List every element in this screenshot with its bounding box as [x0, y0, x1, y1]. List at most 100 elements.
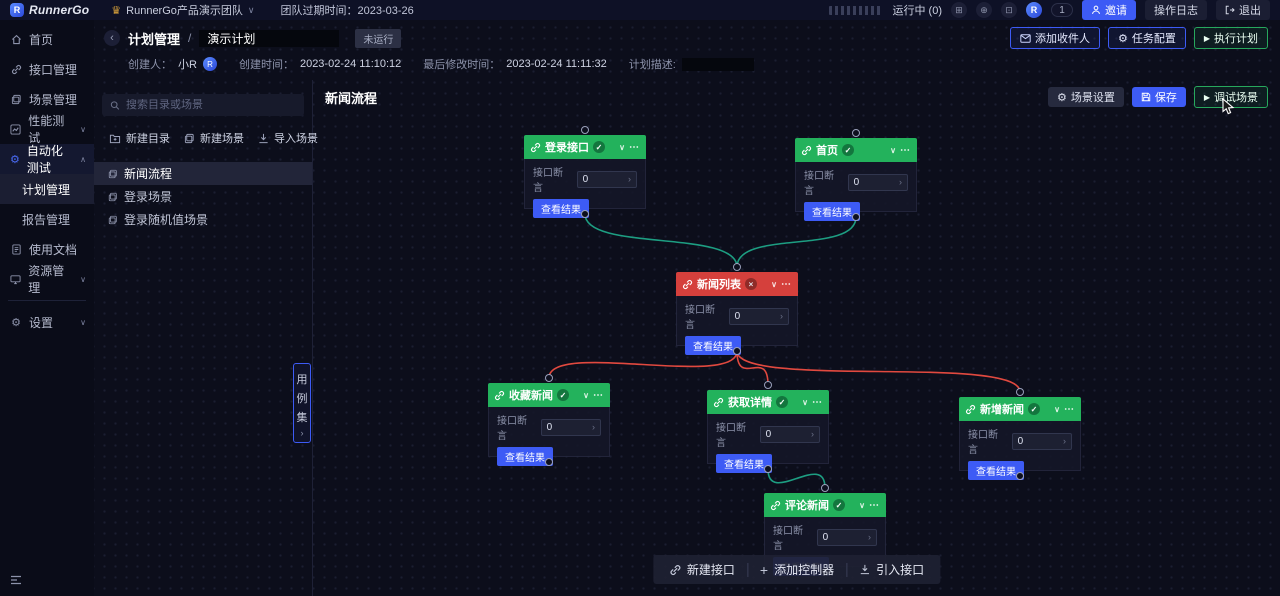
new-scene-button[interactable]: 新建场景	[177, 130, 251, 146]
node-output-port[interactable]	[581, 210, 589, 218]
back-button[interactable]: ‹	[104, 30, 120, 46]
node-output-port[interactable]	[852, 213, 860, 221]
node-menu-icon[interactable]: ⋯	[1064, 403, 1075, 415]
node-menu-icon[interactable]: ⋯	[900, 144, 911, 156]
node-header[interactable]: 新闻列表 × ∨ ⋯	[676, 272, 798, 296]
assertion-selector[interactable]: 0 ›	[1011, 432, 1072, 450]
assertion-selector[interactable]: 0 ›	[576, 170, 637, 188]
sidebar-item-docs[interactable]: 使用文档	[0, 234, 94, 264]
flow-node-detail[interactable]: 获取详情 ✓ ∨ ⋯ 接口断言 0 › 查看结果	[707, 381, 829, 473]
sidebar-item-api[interactable]: 接口管理	[0, 54, 94, 84]
node-input-port[interactable]	[852, 129, 860, 137]
import-api-button[interactable]: 引入接口	[859, 561, 924, 578]
assertion-selector[interactable]: 0 ›	[847, 173, 908, 191]
operation-log-button[interactable]: 操作日志	[1145, 0, 1207, 20]
globe-icon[interactable]: ⊕	[976, 2, 992, 18]
app-logo[interactable]: R RunnerGo	[10, 3, 89, 17]
node-menu-icon[interactable]: ⋯	[593, 389, 604, 401]
view-result-button[interactable]: 查看结果	[968, 461, 1024, 480]
plan-desc-input[interactable]	[681, 57, 754, 71]
chevron-down-icon[interactable]: ∨	[890, 145, 896, 155]
node-menu-icon[interactable]: ⋯	[812, 396, 823, 408]
chevron-down-icon[interactable]: ∨	[583, 390, 589, 400]
assertion-selector[interactable]: 0 ›	[816, 528, 877, 546]
node-header[interactable]: 评论新闻 ✓ ∨ ⋯	[764, 493, 886, 517]
node-menu-icon[interactable]: ⋯	[629, 141, 640, 153]
sidebar-item-scenes[interactable]: 场景管理	[0, 84, 94, 114]
chevron-down-icon[interactable]: ∨	[619, 142, 625, 152]
flow-node-login[interactable]: 登录接口 ✓ ∨ ⋯ 接口断言 0 › 查看结果	[524, 126, 646, 218]
flow-node-home[interactable]: 首页 ✓ ∨ ⋯ 接口断言 0 › 查看结果	[795, 129, 917, 221]
sidebar-item-resources[interactable]: 资源管理 ∨	[0, 264, 94, 295]
node-output-port[interactable]	[545, 458, 553, 466]
node-input-port[interactable]	[1016, 388, 1024, 396]
assertion-selector[interactable]: 0 ›	[540, 418, 601, 436]
sidebar-item-home[interactable]: 首页	[0, 24, 94, 54]
view-result-button[interactable]: 查看结果	[716, 454, 772, 473]
view-result-button[interactable]: 查看结果	[533, 199, 589, 218]
node-output-port[interactable]	[733, 347, 741, 355]
team-switcher[interactable]: ♛ RunnerGo产品演示团队 ∨	[111, 2, 254, 18]
new-api-button[interactable]: 新建接口	[669, 561, 735, 578]
sidebar-item-plan-management[interactable]: 计划管理	[0, 174, 94, 204]
scene-settings-button[interactable]: ⚙ 场景设置	[1047, 87, 1124, 107]
flow-node-fav[interactable]: 收藏新闻 ✓ ∨ ⋯ 接口断言 0 › 查看结果	[488, 374, 610, 466]
node-input-port[interactable]	[764, 381, 772, 389]
import-scene-button[interactable]: 导入场景	[251, 130, 325, 146]
node-input-port[interactable]	[821, 484, 829, 492]
chevron-down-icon[interactable]: ∨	[1054, 404, 1060, 414]
logout-button[interactable]: 退出	[1216, 0, 1270, 20]
node-input-port[interactable]	[733, 263, 741, 271]
sidebar-item-report-management[interactable]: 报告管理	[0, 204, 94, 234]
task-config-button[interactable]: ⚙ 任务配置	[1107, 27, 1186, 49]
sidebar-item-performance[interactable]: 性能测试 ∨	[0, 114, 94, 145]
view-result-button[interactable]: 查看结果	[685, 336, 741, 355]
assertion-selector[interactable]: 0 ›	[759, 425, 820, 443]
flow-canvas[interactable]: 新闻流程 ⚙ 场景设置 保存 ▶ 调试场景	[293, 80, 1280, 596]
node-output-port[interactable]	[1016, 472, 1024, 480]
view-result-button[interactable]: 查看结果	[804, 202, 860, 221]
case-set-tab[interactable]: 用例集›	[293, 363, 311, 443]
assertion-selector[interactable]: 0 ›	[728, 307, 789, 325]
layers-icon	[184, 133, 195, 144]
add-recipient-button[interactable]: 添加收件人	[1009, 27, 1100, 49]
debug-scene-button[interactable]: ▶ 调试场景	[1193, 86, 1268, 108]
node-menu-icon[interactable]: ⋯	[781, 278, 792, 290]
view-result-button[interactable]: 查看结果	[497, 447, 553, 466]
kanban-icon[interactable]: ⊞	[951, 2, 967, 18]
run-plan-button[interactable]: ▶ 执行计划	[1193, 27, 1268, 49]
node-header[interactable]: 收藏新闻 ✓ ∨ ⋯	[488, 383, 610, 407]
sidebar-item-automation[interactable]: ⚙ 自动化测试 ∧	[0, 144, 94, 175]
node-input-port[interactable]	[545, 374, 553, 382]
sidebar-item-settings[interactable]: ⚙ 设置 ∨	[0, 307, 94, 337]
add-controller-button[interactable]: + 添加控制器	[760, 561, 834, 578]
running-status[interactable]: 运行中 (0)	[892, 2, 942, 18]
node-header[interactable]: 新增新闻 ✓ ∨ ⋯	[959, 397, 1081, 421]
document-icon[interactable]: ⊡	[1001, 2, 1017, 18]
breadcrumb-separator: /	[188, 31, 192, 45]
save-button[interactable]: 保存	[1131, 87, 1186, 107]
node-header[interactable]: 登录接口 ✓ ∨ ⋯	[524, 135, 646, 159]
scenario-item-login-random[interactable]: 登录随机值场景	[94, 208, 312, 231]
flow-node-add[interactable]: 新增新闻 ✓ ∨ ⋯ 接口断言 0 › 查看结果	[959, 388, 1081, 480]
new-directory-button[interactable]: 新建目录	[102, 130, 177, 146]
sidebar-collapse-button[interactable]	[0, 566, 94, 596]
plan-name-input[interactable]: 演示计划	[199, 29, 340, 47]
chevron-down-icon[interactable]: ∨	[802, 397, 808, 407]
node-input-port[interactable]	[581, 126, 589, 134]
user-avatar[interactable]: R	[1026, 2, 1042, 18]
node-menu-icon[interactable]: ⋯	[869, 499, 880, 511]
invite-button[interactable]: 邀请	[1082, 0, 1136, 20]
scenario-item-news-flow[interactable]: 新闻流程	[94, 162, 312, 185]
notification-count[interactable]: 1	[1051, 3, 1073, 17]
node-output-port[interactable]	[764, 465, 772, 473]
search-input[interactable]	[126, 99, 296, 111]
scenario-search[interactable]	[102, 94, 304, 116]
flow-node-list[interactable]: 新闻列表 × ∨ ⋯ 接口断言 0 › 查看结果	[676, 263, 798, 355]
node-header[interactable]: 获取详情 ✓ ∨ ⋯	[707, 390, 829, 414]
node-header[interactable]: 首页 ✓ ∨ ⋯	[795, 138, 917, 162]
scenario-item-login[interactable]: 登录场景	[94, 185, 312, 208]
chevron-down-icon[interactable]: ∨	[771, 279, 777, 289]
chevron-down-icon[interactable]: ∨	[859, 500, 865, 510]
breadcrumb-root[interactable]: 计划管理	[128, 31, 181, 47]
